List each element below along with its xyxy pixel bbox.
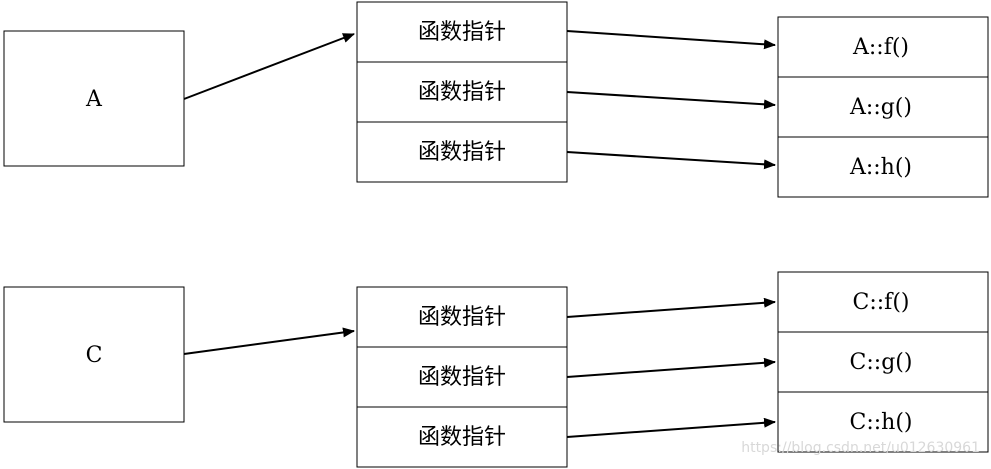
vtable-entry-label-a-2: 函数指针 bbox=[418, 140, 506, 165]
method-label-c-h: C::h() bbox=[850, 410, 913, 435]
vtable-entry-label-c-2: 函数指针 bbox=[418, 425, 506, 450]
object-group-c: C 函数指针 函数指针 函数指针 C::f() C::g() C::h() bbox=[3, 271, 989, 468]
arrow-c-h bbox=[566, 417, 776, 438]
vtable-entry-a-2 bbox=[356, 121, 568, 183]
method-label-a-h: A::h() bbox=[849, 155, 912, 180]
method-box-c-h bbox=[777, 391, 989, 453]
object-label-c: C bbox=[86, 343, 103, 368]
method-box-c-g bbox=[777, 331, 989, 393]
arrow-c-g bbox=[566, 357, 776, 378]
object-box-a bbox=[3, 30, 185, 167]
arrow-a-to-vtable bbox=[183, 33, 355, 100]
vtable-entry-label-a-1: 函数指针 bbox=[418, 80, 506, 105]
vtable-entry-label-a-0: 函数指针 bbox=[418, 20, 506, 45]
vtable-entry-c-1 bbox=[356, 346, 568, 408]
object-group-a: A 函数指针 函数指针 函数指针 A::f() A::g() A::h() bbox=[3, 1, 989, 198]
arrow-a-g bbox=[566, 91, 776, 110]
method-box-a-g bbox=[777, 76, 989, 138]
method-box-a-h bbox=[777, 136, 989, 198]
arrow-a-f bbox=[566, 30, 776, 50]
arrow-a-h bbox=[566, 151, 776, 170]
method-label-c-g: C::g() bbox=[850, 350, 913, 375]
watermark-text: https://blog.csdn.net/u012630961 bbox=[741, 440, 980, 456]
method-box-a-f bbox=[777, 16, 989, 78]
vtable-entry-a-0 bbox=[356, 1, 568, 63]
method-label-a-g: A::g() bbox=[849, 95, 912, 120]
vtable-entry-label-c-1: 函数指针 bbox=[418, 365, 506, 390]
object-label-a: A bbox=[85, 87, 103, 112]
method-label-c-f: C::f() bbox=[853, 290, 910, 315]
object-box-c bbox=[3, 286, 185, 423]
vtable-entry-label-c-0: 函数指针 bbox=[418, 305, 506, 330]
arrow-c-f bbox=[566, 297, 776, 318]
vtable-entry-a-1 bbox=[356, 61, 568, 123]
method-label-a-f: A::f() bbox=[852, 35, 909, 60]
arrow-c-to-vtable bbox=[183, 327, 355, 355]
method-box-c-f bbox=[777, 271, 989, 333]
